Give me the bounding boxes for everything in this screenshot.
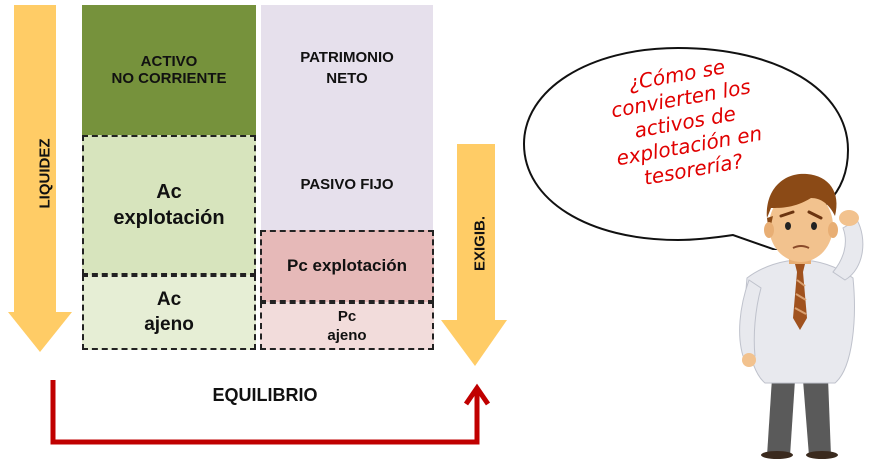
pc-ajeno-block: Pc ajeno <box>260 302 434 350</box>
pc-explotacion-block: Pc explotación <box>260 230 434 302</box>
patrimonio-neto-block: PATRIMONIO NETO <box>261 5 433 138</box>
liquidez-label: LIQUIDEZ <box>36 138 54 209</box>
ac-ajeno-block: Ac ajeno <box>82 275 256 350</box>
exigib-label: EXIGIB. <box>471 216 489 272</box>
confused-man-illustration <box>739 173 864 459</box>
activo-no-corriente-block: ACTIVO NO CORRIENTE <box>82 5 256 135</box>
equilibrio-arrow <box>50 380 491 445</box>
pasivo-fijo-block: PASIVO FIJO <box>261 138 433 230</box>
speech-bubble <box>522 46 850 250</box>
liquidez-arrow <box>8 5 72 352</box>
ac-explotacion-block: Ac explotación <box>82 135 256 275</box>
exigib-arrow <box>441 144 507 366</box>
equilibrio-label: EQUILIBRIO <box>212 385 318 405</box>
